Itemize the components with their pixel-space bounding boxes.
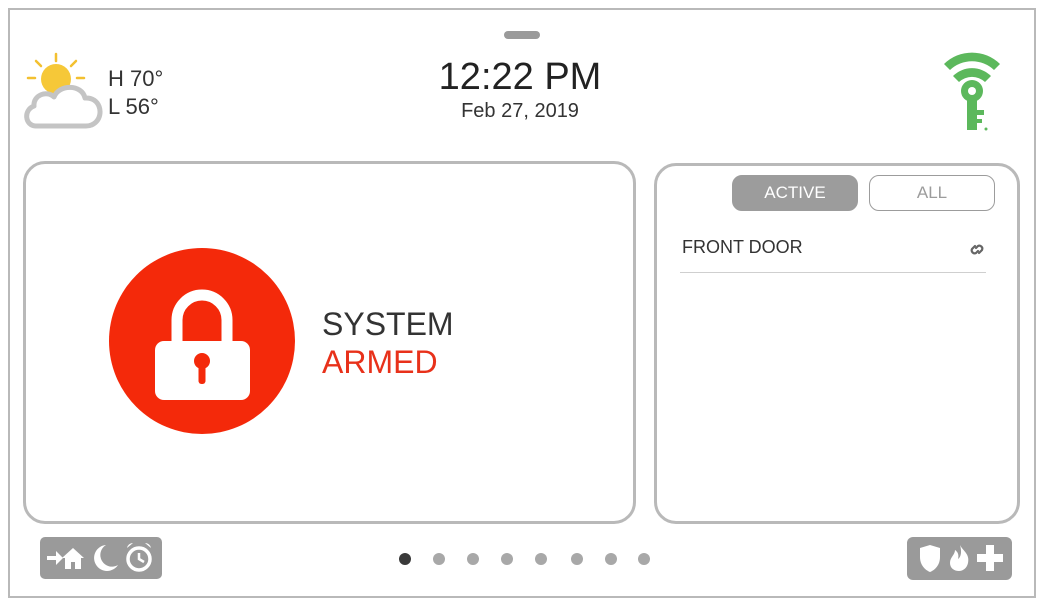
page-dot[interactable] bbox=[605, 553, 617, 565]
sensor-list-panel: ACTIVE ALL FRONT DOOR bbox=[654, 163, 1020, 524]
page-indicator[interactable] bbox=[395, 553, 665, 569]
tab-all[interactable]: ALL bbox=[869, 175, 995, 211]
lock-icon[interactable] bbox=[109, 248, 295, 434]
emergency-button[interactable] bbox=[907, 537, 1012, 580]
page-dot[interactable] bbox=[571, 553, 583, 565]
page-dot[interactable] bbox=[535, 553, 547, 565]
partly-cloudy-icon[interactable] bbox=[22, 52, 106, 130]
system-status-panel[interactable]: SYSTEM ARMED bbox=[23, 161, 636, 524]
arm-away-icon bbox=[47, 548, 84, 569]
medical-cross-icon bbox=[977, 545, 1003, 571]
wifi-key-logo-icon[interactable] bbox=[940, 46, 1004, 134]
temperature-high: H 70° bbox=[108, 66, 164, 91]
sensor-row[interactable]: FRONT DOOR bbox=[680, 235, 986, 273]
status-armed-label: ARMED bbox=[322, 344, 438, 380]
page-dot[interactable] bbox=[433, 553, 445, 565]
clock-date: Feb 27, 2019 bbox=[461, 100, 579, 122]
page-dot[interactable] bbox=[638, 553, 650, 565]
arm-alarm-clock-icon bbox=[126, 542, 152, 572]
police-shield-icon bbox=[920, 545, 940, 572]
page-dot[interactable] bbox=[399, 553, 411, 565]
arm-night-icon bbox=[94, 545, 118, 571]
status-title: SYSTEM bbox=[322, 306, 454, 342]
temperature-low: L 56° bbox=[108, 94, 159, 119]
arm-modes-button[interactable] bbox=[40, 537, 162, 579]
page-dot[interactable] bbox=[467, 553, 479, 565]
page-dot[interactable] bbox=[501, 553, 513, 565]
clock-time: 12:22 PM bbox=[438, 56, 602, 98]
pull-down-handle[interactable] bbox=[504, 31, 540, 39]
tab-active[interactable]: ACTIVE bbox=[732, 175, 858, 211]
fire-icon bbox=[950, 545, 969, 571]
sensor-name: FRONT DOOR bbox=[682, 237, 803, 257]
broken-link-icon bbox=[970, 244, 984, 255]
